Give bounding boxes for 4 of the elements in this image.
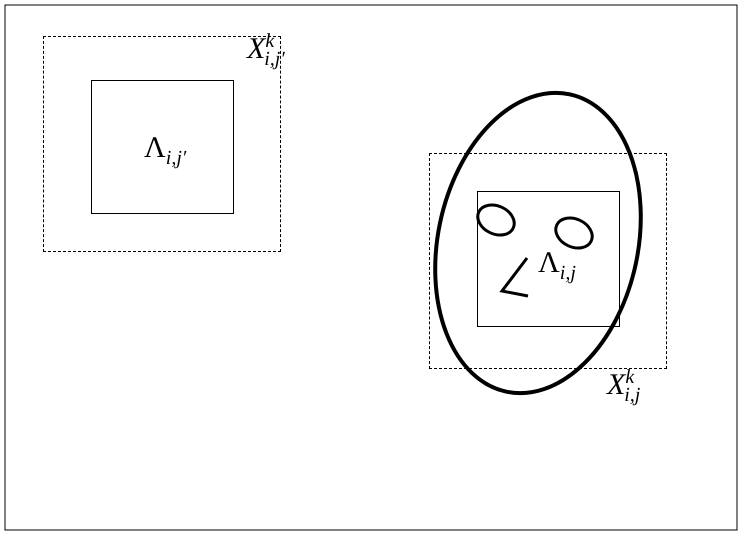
square-box — [477, 191, 620, 327]
math-label: Λ$_{i,j}$ — [538, 248, 576, 283]
math-label: Λ$_{i,j′}$ — [144, 133, 186, 168]
square-box — [91, 80, 234, 214]
